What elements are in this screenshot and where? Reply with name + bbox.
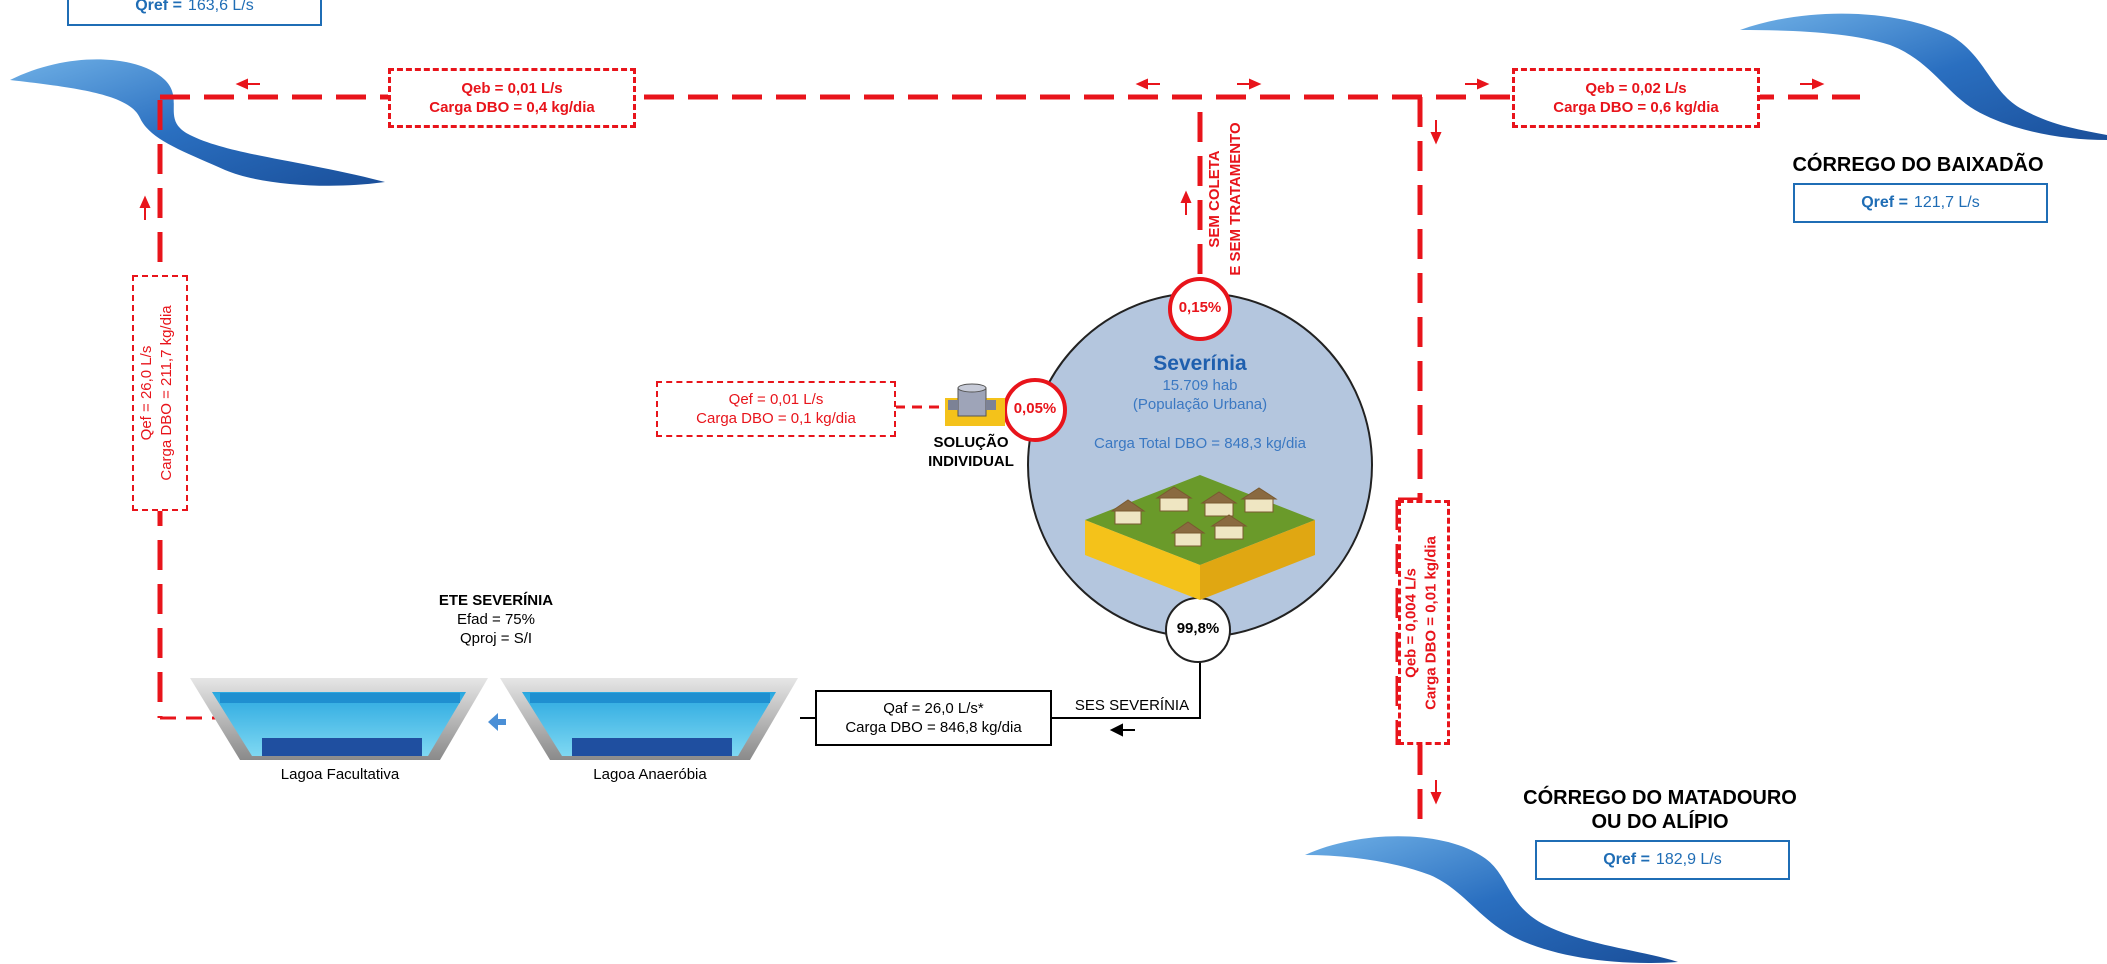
flow-ses-box: Qaf = 26,0 L/s* Carga DBO = 846,8 kg/dia [815,690,1052,746]
qref-bottom-label: Qref = [1603,851,1650,868]
ses-arrow-icon [1109,723,1135,737]
qref-bottom-box: Qref = 182,9 L/s [1535,840,1790,880]
flow-left-vertical-box [132,275,188,511]
flow-top-left-line2: Carga DBO = 0,4 kg/dia [429,99,595,116]
qref-left-label: Qref = [135,0,182,14]
city-population: 15.709 hab [1162,377,1238,394]
town-illustration-icon [1085,475,1315,600]
qref-left-box: Qref = 163,6 L/s [67,0,322,26]
flow-right-vertical-line2: Carga DBO = 0,01 kg/dia [1422,536,1440,710]
river-bottom-name-line2: OU DO ALÍPIO [1591,811,1729,833]
river-bottom-name: CÓRREGO DO MATADOURO OU DO ALÍPIO [1480,786,1840,834]
no-collection-label: SEM COLETA E SEM TRATAMENTO [1204,114,1250,284]
pond-anaerobic-label: Lagoa Anaeróbia [593,766,707,783]
ses-line [1052,660,1201,719]
qref-right-value: 121,7 L/s [1913,194,1980,211]
flow-top-right-line2: Carga DBO = 0,6 kg/dia [1553,99,1719,116]
pond-anaerobic-icon [500,678,798,760]
pct-ses: 99,8% [1176,620,1220,637]
flow-individual-line1: Qef = 0,01 L/s [728,391,824,408]
flow-top-left-line1: Qeb = 0,01 L/s [461,80,563,97]
pond-transfer-arrow-icon [488,713,506,731]
city-total-load: Carga Total DBO = 848,3 kg/dia [1094,435,1306,452]
ete-efad: Efad = 75% [457,611,535,628]
river-right-name: CÓRREGO DO BAIXADÃO [1792,154,2044,176]
pct-no-collection: 0,15% [1178,299,1222,316]
ete-title: ETE SEVERÍNIA [438,592,554,609]
flow-left-vertical-line2: Carga DBO = 211,7 kg/dia [158,305,175,481]
pond-facultative-icon [190,678,488,760]
flow-left-vertical-text: Qef = 26,0 L/s Carga DBO = 211,7 kg/dia [137,275,183,511]
flow-left-vertical-line1: Qef = 26,0 L/s [138,345,155,441]
flow-right-vertical-text: Qeb = 0,004 L/s Carga DBO = 0,01 kg/dia [1402,501,1448,746]
flow-right-vertical-line1: Qeb = 0,004 L/s [1402,568,1420,678]
flow-top-right-line1: Qeb = 0,02 L/s [1585,80,1687,97]
pond-facultative-label: Lagoa Facultativa [280,766,400,783]
flow-ses-line2: Carga DBO = 846,8 kg/dia [845,719,1022,736]
no-collection-line1: SEM COLETA [1206,150,1223,248]
qref-left-value: 163,6 L/s [187,0,254,14]
river-right-icon [1740,13,2107,141]
city-name: Severínia [1153,352,1247,375]
no-collection-line2: E SEM TRATAMENTO [1227,122,1244,276]
flow-arrows [139,78,1825,805]
individual-line1: SOLUÇÃO [933,434,1009,451]
flow-ses-line1: Qaf = 26,0 L/s* [883,700,984,717]
flow-top-left-box: Qeb = 0,01 L/s Carga DBO = 0,4 kg/dia [388,68,636,128]
ete-qproj: Qproj = S/I [459,630,533,647]
septic-tank-icon [945,383,1005,426]
individual-line2: INDIVIDUAL [928,453,1014,470]
qref-right-box: Qref = 121,7 L/s [1793,183,2048,223]
flow-right-vertical-box [1398,500,1450,745]
river-bottom-icon [1305,836,1678,964]
flow-individual-box: Qef = 0,01 L/s Carga DBO = 0,1 kg/dia [656,381,896,437]
flow-top-right-box: Qeb = 0,02 L/s Carga DBO = 0,6 kg/dia [1512,68,1760,128]
qref-right-label: Qref = [1861,194,1908,211]
pct-individual: 0,05% [1013,400,1057,417]
river-bottom-name-line1: CÓRREGO DO MATADOURO [1523,787,1797,809]
qref-bottom-value: 182,9 L/s [1655,851,1722,868]
city-population-type: (População Urbana) [1132,396,1268,413]
ses-label: SES SEVERÍNIA [1074,697,1190,714]
pct-no-collection-circle [1168,277,1232,341]
river-left-icon [10,59,385,186]
individual-label: SOLUÇÃO INDIVIDUAL [915,433,1027,471]
flow-individual-line2: Carga DBO = 0,1 kg/dia [696,410,856,427]
